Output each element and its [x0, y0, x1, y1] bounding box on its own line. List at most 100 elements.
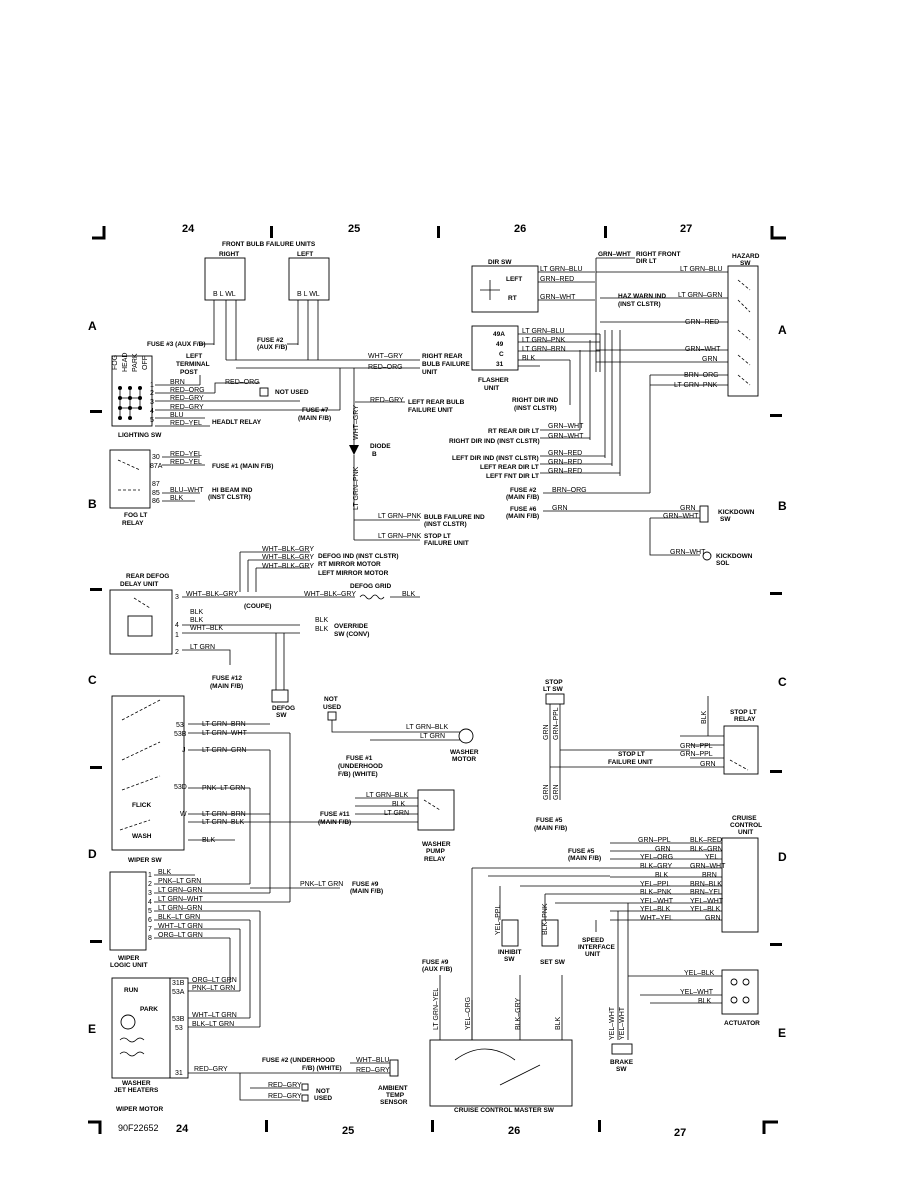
svg-text:FUSE #6: FUSE #6: [510, 506, 537, 513]
svg-text:85: 85: [152, 490, 160, 497]
svg-text:5: 5: [150, 417, 154, 424]
svg-text:PNK–LT GRN: PNK–LT GRN: [202, 785, 245, 792]
svg-text:(MAIN F/B): (MAIN F/B): [318, 819, 351, 826]
svg-text:5: 5: [148, 908, 152, 915]
svg-text:FUSE #12: FUSE #12: [212, 675, 242, 682]
svg-text:LT GRN–BRN: LT GRN–BRN: [202, 811, 246, 818]
svg-text:GRN–WHT: GRN–WHT: [540, 294, 576, 301]
svg-text:RED–GRY: RED–GRY: [356, 1067, 390, 1074]
svg-text:AMBIENT: AMBIENT: [378, 1085, 408, 1092]
svg-text:FAILURE UNIT: FAILURE UNIT: [408, 407, 453, 414]
svg-text:WASHER: WASHER: [122, 1080, 151, 1087]
svg-text:LT GRN: LT GRN: [190, 644, 215, 651]
svg-text:GRN–RED: GRN–RED: [548, 468, 582, 475]
svg-text:WHT–GRY: WHT–GRY: [353, 405, 360, 440]
svg-text:SENSOR: SENSOR: [380, 1099, 408, 1106]
svg-text:53: 53: [175, 1025, 183, 1032]
svg-text:BRN–ORG: BRN–ORG: [552, 487, 587, 494]
svg-text:LEFT: LEFT: [506, 276, 522, 283]
svg-text:NOT USED: NOT USED: [275, 389, 309, 396]
svg-text:STOP: STOP: [545, 679, 563, 686]
svg-text:WIPER SW: WIPER SW: [128, 857, 162, 864]
svg-text:RT MIRROR MOTOR: RT MIRROR MOTOR: [318, 561, 381, 568]
svg-text:USED: USED: [323, 704, 341, 711]
svg-text:BLK–GRY: BLK–GRY: [640, 863, 672, 870]
svg-text:LT GRN–BRN: LT GRN–BRN: [202, 721, 246, 728]
svg-text:UNIT: UNIT: [422, 369, 437, 376]
svg-text:FUSE #7: FUSE #7: [302, 407, 329, 414]
svg-text:UNIT: UNIT: [738, 829, 753, 836]
svg-text:WHT–BLK: WHT–BLK: [190, 625, 223, 632]
hazard-switch: GRN–WHT RIGHT FRONT DIR LT HAZARD SW LT …: [595, 251, 760, 397]
svg-text:(UNDERHOOD: (UNDERHOOD: [338, 763, 383, 770]
svg-text:DIODE: DIODE: [370, 443, 391, 450]
svg-text:GRN: GRN: [552, 505, 568, 512]
svg-text:GRN–PPL: GRN–PPL: [553, 707, 560, 740]
svg-text:USED: USED: [314, 1095, 332, 1102]
svg-text:CRUISE: CRUISE: [732, 815, 757, 822]
svg-text:RED–GRY: RED–GRY: [194, 1066, 228, 1073]
svg-text:DEFOG GRID: DEFOG GRID: [350, 583, 391, 590]
svg-text:PNK–LT GRN: PNK–LT GRN: [192, 985, 235, 992]
svg-text:RED–ORG: RED–ORG: [170, 387, 205, 394]
svg-text:BULB FAILURE: BULB FAILURE: [422, 361, 470, 368]
svg-text:YEL–PPL: YEL–PPL: [640, 881, 670, 888]
svg-text:(COUPE): (COUPE): [244, 603, 271, 610]
svg-text:SW: SW: [276, 712, 287, 719]
svg-text:(INST CLSTR): (INST CLSTR): [514, 405, 557, 412]
svg-text:LT GRN–WHT: LT GRN–WHT: [158, 896, 204, 903]
svg-text:1: 1: [175, 632, 179, 639]
svg-text:LT GRN–PNK: LT GRN–PNK: [378, 513, 422, 520]
svg-text:SW: SW: [740, 260, 751, 267]
svg-text:(AUX F/B): (AUX F/B): [422, 966, 452, 973]
cruise-control-unit: CRUISE CONTROL UNIT FUSE #5 (MAIN F/B) G…: [568, 815, 762, 933]
svg-text:GRN–WHT: GRN–WHT: [548, 433, 584, 440]
svg-text:WIPER MOTOR: WIPER MOTOR: [116, 1106, 163, 1113]
svg-text:TEMP: TEMP: [386, 1092, 405, 1099]
svg-text:RED–YEL: RED–YEL: [170, 420, 202, 427]
row-b-right: B: [778, 499, 787, 513]
svg-text:LT GRN–PNK: LT GRN–PNK: [522, 337, 566, 344]
svg-text:F/B) (WHITE): F/B) (WHITE): [338, 771, 378, 778]
svg-text:ORG–LT GRN: ORG–LT GRN: [158, 932, 203, 939]
svg-text:ORG–LT GRN: ORG–LT GRN: [192, 977, 237, 984]
svg-text:WHT–BLK–GRY: WHT–BLK–GRY: [304, 591, 356, 598]
svg-text:LT GRN–BLK: LT GRN–BLK: [366, 792, 408, 799]
svg-text:LT GRN–PNK: LT GRN–PNK: [674, 382, 718, 389]
svg-text:RED–YEL: RED–YEL: [170, 459, 202, 466]
svg-text:FOG: FOG: [112, 355, 119, 370]
svg-text:GRN–RED: GRN–RED: [685, 319, 719, 326]
svg-text:LEFT: LEFT: [186, 353, 202, 360]
svg-text:FAILURE UNIT: FAILURE UNIT: [608, 759, 653, 766]
svg-text:WASHER: WASHER: [422, 841, 451, 848]
svg-text:(MAIN F/B): (MAIN F/B): [568, 855, 601, 862]
svg-text:CRUISE CONTROL MASTER SW: CRUISE CONTROL MASTER SW: [454, 1107, 555, 1114]
svg-text:RED–ORG: RED–ORG: [368, 364, 403, 371]
svg-text:LT GRN: LT GRN: [384, 810, 409, 817]
svg-text:LT GRN–GRN: LT GRN–GRN: [202, 747, 246, 754]
svg-text:PARK: PARK: [132, 353, 139, 372]
zone-26-top: 26: [514, 223, 526, 235]
svg-text:WHT–GRY: WHT–GRY: [368, 353, 403, 360]
svg-text:30: 30: [152, 454, 160, 461]
rear-defog-delay-unit: WHT–BLK–GRY WHT–BLK–GRY WHT–BLK–GRY DEFO…: [109, 546, 420, 719]
svg-text:49: 49: [496, 341, 504, 348]
svg-text:3: 3: [150, 399, 154, 406]
svg-text:GRN–RED: GRN–RED: [548, 450, 582, 457]
svg-text:BLK: BLK: [655, 872, 669, 879]
stop-lt-switch: STOP LT SW GRN GRN–PPL GRN GRN FUSE #5 (…: [534, 679, 716, 832]
svg-text:RELAY: RELAY: [734, 716, 756, 723]
svg-text:WHT–BLK–GRY: WHT–BLK–GRY: [262, 563, 314, 570]
svg-text:RIGHT REAR: RIGHT REAR: [422, 353, 463, 360]
row-a-right: A: [778, 323, 787, 337]
svg-text:RELAY: RELAY: [424, 856, 446, 863]
svg-text:BLK: BLK: [402, 591, 416, 598]
svg-text:DEFOG: DEFOG: [272, 705, 295, 712]
svg-text:GRN–PPL: GRN–PPL: [680, 743, 713, 750]
svg-text:53: 53: [176, 722, 184, 729]
zone-25-top: 25: [348, 223, 360, 235]
svg-text:HAZ WARN IND: HAZ WARN IND: [618, 293, 666, 300]
svg-text:SPEED: SPEED: [582, 937, 604, 944]
svg-text:SOL: SOL: [716, 560, 729, 567]
